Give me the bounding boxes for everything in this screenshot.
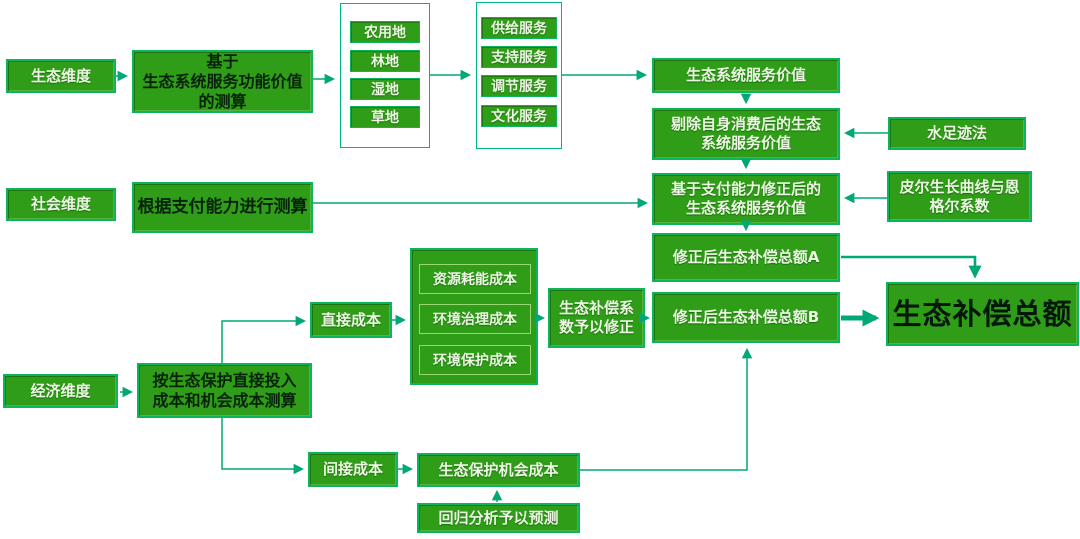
- node-land-wetland: 湿地: [350, 78, 420, 100]
- container-land-types: 农用地 林地 湿地 草地: [340, 3, 430, 148]
- node-eco-method: 基于 生态系统服务功能价值 的测算: [132, 50, 313, 113]
- node-resource-energy-cost: 资源耗能成本: [419, 264, 531, 294]
- node-land-agricultural: 农用地: [350, 21, 420, 43]
- node-grand-total-compensation: 生态补偿总额: [886, 282, 1079, 346]
- node-esv-payment-ability-adjusted: 基于支付能力修正后的 生态系统服务价值: [652, 173, 840, 225]
- node-opportunity-cost: 生态保护机会成本: [417, 453, 580, 487]
- node-supporting-service: 支持服务: [481, 46, 557, 68]
- node-social-dimension: 社会维度: [6, 188, 116, 221]
- node-compensation-coefficient-correction: 生态补偿系 数予以修正: [548, 288, 645, 348]
- node-pearl-curve-engel-coefficient: 皮尔生长曲线与恩 格尔系数: [887, 171, 1032, 222]
- node-direct-cost: 直接成本: [310, 302, 392, 338]
- node-provisioning-service: 供给服务: [481, 17, 557, 39]
- node-economic-dimension: 经济维度: [3, 374, 118, 408]
- node-environmental-governance-cost: 环境治理成本: [419, 304, 531, 334]
- node-regulating-service: 调节服务: [481, 75, 557, 97]
- node-land-forest: 林地: [350, 50, 420, 72]
- node-regression-prediction: 回归分析予以预测: [417, 503, 580, 533]
- node-corrected-total-a: 修正后生态补偿总额A: [652, 233, 840, 282]
- node-corrected-total-b: 修正后生态补偿总额B: [652, 292, 840, 343]
- node-land-grassland: 草地: [350, 106, 420, 128]
- node-cultural-service: 文化服务: [481, 105, 557, 127]
- node-economic-method: 按生态保护直接投入 成本和机会成本测算: [137, 363, 312, 418]
- node-eco-dimension: 生态维度: [6, 59, 116, 93]
- node-ecosystem-service-value: 生态系统服务价值: [652, 58, 840, 93]
- node-indirect-cost: 间接成本: [308, 452, 398, 487]
- container-ecosystem-services: 供给服务 支持服务 调节服务 文化服务: [476, 2, 562, 149]
- node-social-method: 根据支付能力进行测算: [132, 182, 313, 233]
- node-esv-net-of-own-consumption: 剔除自身消费后的生态 系统服务价值: [652, 108, 840, 160]
- node-water-footprint-method: 水足迹法: [888, 117, 1026, 150]
- container-direct-cost-items: 资源耗能成本 环境治理成本 环境保护成本: [410, 248, 538, 385]
- node-environmental-protection-cost: 环境保护成本: [419, 345, 531, 375]
